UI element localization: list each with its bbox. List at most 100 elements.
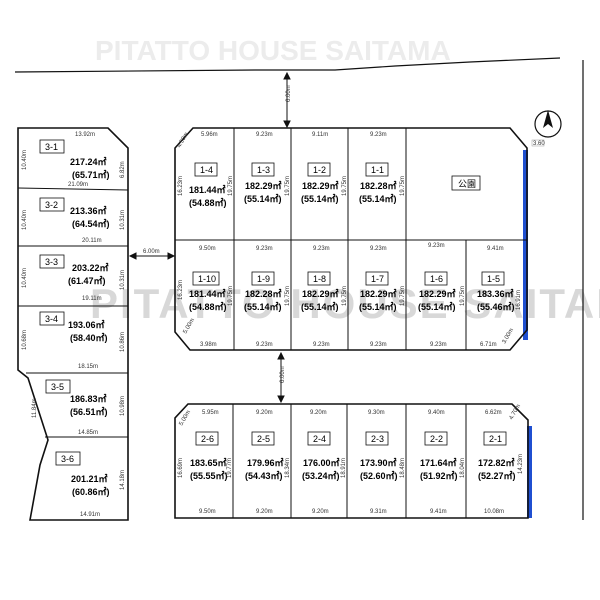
dim: 10.31m (120, 210, 126, 230)
lot-area: 176.00㎡ (303, 457, 340, 468)
lot-3-2[interactable]: 3-2 213.36㎡ (64.54㎡) (39, 197, 110, 229)
lot-2-2[interactable]: 2-2 171.64㎡ (51.92㎡) (420, 431, 458, 481)
lot-tsubo: (54.88㎡) (189, 301, 227, 312)
dim: 19.75m (228, 176, 234, 196)
lot-2-5[interactable]: 2-5 179.96㎡ (54.43㎡) (245, 431, 284, 481)
lot-tsubo: (52.27㎡) (478, 470, 516, 481)
lot-area: 182.29㎡ (302, 288, 339, 299)
lot-1-2[interactable]: 1-2 182.29㎡ (55.14㎡) (301, 162, 339, 204)
dim: 10.08m (484, 509, 504, 515)
dim: 6.82m (120, 161, 126, 178)
corner-label: 3.60 (533, 141, 545, 147)
dim: 9.31m (370, 509, 387, 515)
dim: 16.23m (178, 176, 184, 196)
lot-area: 181.44㎡ (189, 288, 226, 299)
lot-tsubo: (55.14㎡) (301, 301, 339, 312)
lot-tsubo: (55.14㎡) (359, 193, 397, 204)
dim: 9.23m (256, 132, 273, 138)
lot-3-6[interactable]: 3-6 201.21㎡ (60.86㎡) (55, 451, 110, 497)
dim: 5.96m (201, 132, 218, 138)
lot-2-6[interactable]: 2-6 183.65㎡ (55.55㎡) (190, 431, 228, 481)
dim: 10.31m (120, 270, 126, 290)
road-width-top: 6.00m (286, 85, 292, 102)
dim: 19.75m (285, 176, 291, 196)
dim: 18.04m (460, 458, 466, 478)
dim: 9.50m (199, 509, 216, 515)
lot-id: 2-4 (313, 434, 326, 444)
lot-area: 182.28㎡ (245, 288, 282, 299)
lot-id-box (39, 311, 65, 326)
dim: 19.77m (227, 458, 233, 478)
park-label: 公園 (458, 179, 476, 189)
lot-id-box (365, 162, 389, 177)
lot-area: 182.29㎡ (419, 288, 456, 299)
lot-tsubo: (60.86㎡) (72, 486, 110, 497)
park: 公園 (451, 175, 481, 191)
lot-id-box (251, 431, 275, 446)
lot-tsubo: (61.47㎡) (68, 275, 106, 286)
lot-1-4[interactable]: 1-4 181.44㎡ (54.88㎡) (189, 162, 227, 208)
lot-id: 3-1 (45, 142, 58, 152)
dim: 16.23m (178, 280, 184, 300)
dim: 19.11m (82, 296, 102, 302)
lot-tsubo: (55.55㎡) (190, 470, 228, 481)
dim: 9.23m (370, 132, 387, 138)
lot-2-3[interactable]: 2-3 173.90㎡ (52.60㎡) (360, 431, 398, 481)
lot-1-9[interactable]: 1-9 182.28㎡ (55.14㎡) (244, 271, 282, 312)
lot-id: 3-6 (61, 454, 74, 464)
lot-id: 2-2 (430, 434, 443, 444)
dim: 10.40m (22, 268, 28, 288)
lot-tsubo: (58.40㎡) (70, 332, 108, 343)
lot-tsubo: (51.92㎡) (420, 470, 458, 481)
lot-tsubo: (55.14㎡) (418, 301, 456, 312)
lot-id: 2-6 (201, 434, 214, 444)
lot-1-10[interactable]: 1-10 181.44㎡ (54.88㎡) (189, 271, 227, 312)
lot-1-7[interactable]: 1-7 182.29㎡ (55.14㎡) (359, 271, 397, 312)
lot-area: 213.36㎡ (70, 205, 107, 216)
dim: 10.40m (22, 210, 28, 230)
lot-id: 1-7 (371, 274, 384, 284)
dim: 9.23m (313, 246, 330, 252)
dim: 19.75m (342, 176, 348, 196)
lot-1-3[interactable]: 1-3 182.29㎡ (55.14㎡) (244, 162, 282, 204)
lot-1-6[interactable]: 1-6 182.29㎡ (55.14㎡) (418, 271, 456, 312)
dim: 4.50m (177, 132, 191, 149)
dim: 18.34m (285, 458, 291, 478)
lot-tsubo: (53.24㎡) (302, 470, 340, 481)
lot-1-5[interactable]: 1-5 183.36㎡ (55.46㎡) (477, 271, 515, 312)
lot-2-1[interactable]: 2-1 172.82㎡ (52.27㎡) (478, 431, 516, 481)
lot-area: 186.83㎡ (70, 393, 107, 404)
lot-id: 1-9 (257, 274, 270, 284)
dim: 9.23m (430, 342, 447, 348)
lot-tsubo: (55.46㎡) (477, 301, 515, 312)
lot-2-4[interactable]: 2-4 176.00㎡ (53.24㎡) (302, 431, 340, 481)
dim: 9.23m (313, 342, 330, 348)
lot-id: 3-3 (45, 257, 58, 267)
dim: 18.15m (78, 364, 98, 370)
lot-3-1[interactable]: 3-1 217.24㎡ (65.71㎡) (39, 139, 110, 180)
lot-area: 182.28㎡ (360, 180, 397, 191)
lot-id-box (365, 271, 389, 286)
lot-area: 201.21㎡ (71, 473, 108, 484)
lot-id-box (481, 271, 505, 286)
lot-id-box (195, 431, 219, 446)
dim: 16.69m (178, 458, 184, 478)
dim: 9.23m (370, 342, 387, 348)
lot-id-box (424, 271, 448, 286)
lot-3-3[interactable]: 3-3 203.22㎡ (61.47㎡) (39, 254, 109, 286)
lot-tsubo: (54.88㎡) (189, 197, 227, 208)
lot-tsubo: (55.14㎡) (359, 301, 397, 312)
lot-id-box (483, 431, 507, 446)
lot-tsubo: (54.43㎡) (245, 470, 283, 481)
lot-3-4[interactable]: 3-4 193.06㎡ (58.40㎡) (39, 311, 108, 343)
lot-area: 179.96㎡ (247, 457, 284, 468)
lot-id-box (55, 451, 81, 466)
lot-3-5[interactable]: 3-5 186.83㎡ (56.51㎡) (45, 379, 108, 417)
lot-id-box (39, 197, 65, 212)
lot-id: 1-10 (198, 274, 216, 284)
lot-1-1[interactable]: 1-1 182.28㎡ (55.14㎡) (359, 162, 397, 204)
lot-1-8[interactable]: 1-8 182.29㎡ (55.14㎡) (301, 271, 339, 312)
dim: 14.18m (120, 470, 126, 490)
lot-id-box (307, 271, 331, 286)
lot-id: 1-4 (200, 165, 213, 175)
